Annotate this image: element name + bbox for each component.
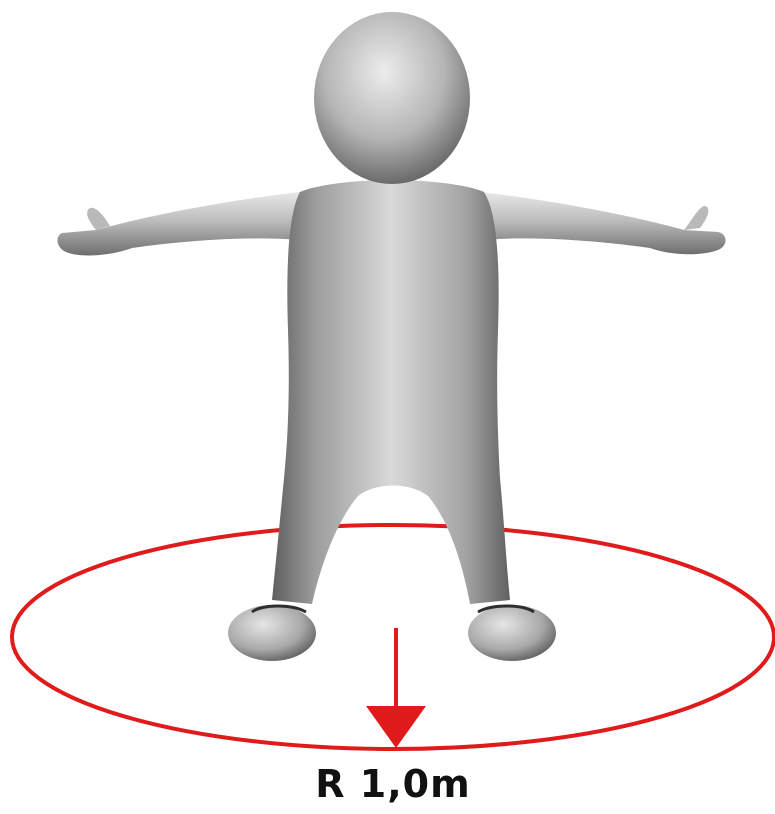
human-figure-icon — [57, 12, 725, 661]
radius-circle-back — [12, 525, 774, 637]
radius-label: R 1,0m — [0, 760, 775, 808]
radius-arrow-icon — [366, 628, 426, 748]
